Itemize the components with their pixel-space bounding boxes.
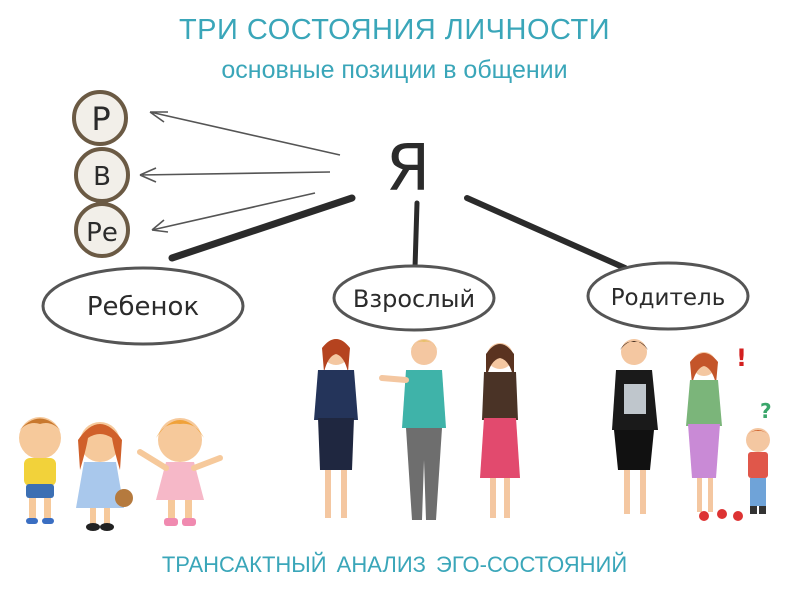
woman-figure-4 (612, 339, 658, 514)
circle-p: Р (72, 90, 128, 146)
circle-p-letter: Р (91, 100, 110, 138)
center-ya: Я (386, 132, 430, 206)
ellipse-parent (586, 261, 750, 331)
arrows (139, 111, 341, 233)
illustration-adults (314, 339, 520, 520)
circle-v: В (74, 147, 130, 203)
connector-child (168, 194, 356, 262)
circle-pe-letter: Ре (86, 218, 118, 248)
small-state-circles: Р В Ре (72, 90, 130, 258)
label-adult: Взрослый (353, 285, 475, 313)
label-child: Ребенок (87, 292, 199, 322)
woman-figure-2 (379, 339, 446, 520)
ellipse-child (41, 266, 245, 346)
child-figure-1 (18, 417, 62, 524)
illustration-parents: ! ? (612, 339, 772, 521)
arrow-to-v (139, 167, 331, 183)
exclaim-mark: ! (736, 344, 747, 372)
connectors (168, 194, 628, 271)
connector-parent (464, 195, 628, 271)
illustration-children (18, 417, 223, 531)
child-figure-2 (76, 422, 133, 531)
ellipse-adult (332, 264, 496, 332)
child-figure-3 (137, 418, 223, 526)
boy-figure (746, 428, 770, 514)
page-title: ТРИ СОСТОЯНИЯ ЛИЧНОСТИ (178, 14, 611, 46)
footer-caption: ТРАНСАКТНЫЙ АНАЛИЗ ЭГО-СОСТОЯНИЙ (161, 552, 628, 577)
state-ellipses (41, 261, 750, 346)
arrow-to-pe (151, 192, 316, 233)
woman-figure-3 (480, 343, 520, 518)
woman-figure-1 (314, 339, 358, 518)
woman-figure-5 (686, 352, 743, 521)
page-subtitle: основные позиции в общении (221, 56, 568, 84)
circle-pe: Ре (74, 202, 130, 258)
question-mark: ? (760, 399, 772, 423)
label-parent: Родитель (611, 285, 726, 311)
circle-v-letter: В (93, 162, 111, 192)
arrow-to-p (149, 111, 341, 156)
connector-adult (412, 200, 420, 271)
